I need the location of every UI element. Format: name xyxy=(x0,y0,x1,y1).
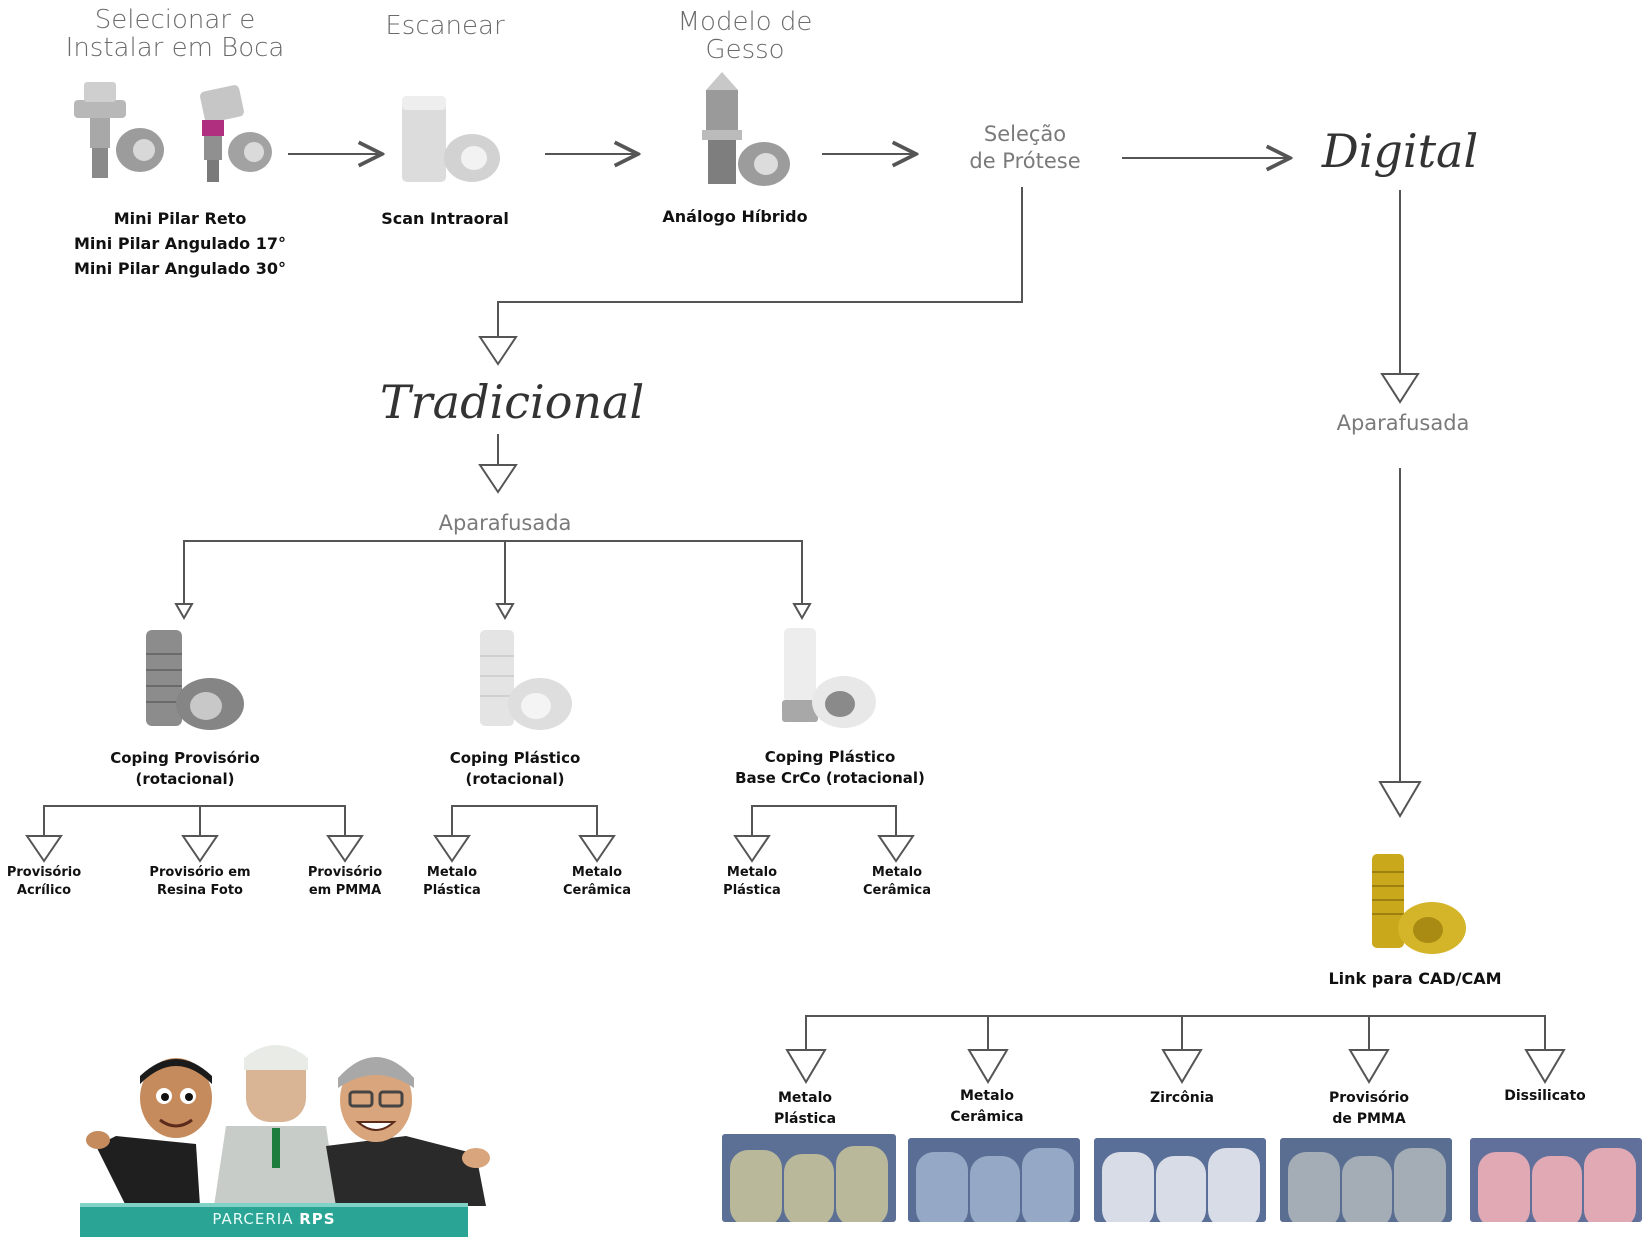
hybrid-analog-illustration xyxy=(702,72,790,186)
traditional-option: Metalo Cerâmica xyxy=(562,865,632,898)
down-arrow-aparafusada xyxy=(478,464,518,494)
digital-option: Zircônia xyxy=(1150,1090,1214,1106)
digital-type: Aparafusada xyxy=(1336,411,1470,435)
team-cartoon-illustration xyxy=(86,1045,490,1206)
analog-caption: Análogo Híbrido xyxy=(662,207,808,226)
traditional-option: Metalo Plástica xyxy=(423,865,481,898)
connector-to-traditional xyxy=(497,187,1023,337)
crco-base-coping-illustration xyxy=(782,628,876,728)
crown-thumbnail-pmma xyxy=(1280,1138,1452,1222)
down-arrow-traditional xyxy=(478,336,518,366)
digital-option: Provisório de PMMA xyxy=(1329,1090,1409,1127)
digital-option: Metalo Cerâmica xyxy=(950,1088,1024,1125)
scan-body-illustration xyxy=(402,96,500,182)
cadcam-link-illustration xyxy=(1372,854,1466,954)
traditional-title: Tradicional xyxy=(380,375,645,429)
plastic-coping-illustration xyxy=(480,630,572,730)
digital-title: Digital xyxy=(1321,124,1479,178)
traditional-option: Metalo Cerâmica xyxy=(862,865,932,898)
step-scan-title: Escanear xyxy=(385,11,505,41)
traditional-type: Aparafusada xyxy=(438,511,572,535)
partnership-banner: PARCERIA RPS xyxy=(80,1203,468,1237)
scan-caption: Scan Intraoral xyxy=(381,209,509,228)
mini-pillar-illustration xyxy=(74,82,272,182)
step-selection-title: Seleção de Prótese xyxy=(969,122,1081,173)
traditional-option: Provisório Acrílico xyxy=(6,865,82,898)
down-arrow-digital-1 xyxy=(1380,373,1420,404)
down-arrow-digital-2 xyxy=(1378,781,1422,818)
digital-option: Metalo Plástica xyxy=(773,1090,837,1127)
banner-prefix: PARCERIA xyxy=(212,1210,294,1228)
coping-label: Coping Provisório (rotacional) xyxy=(110,749,260,788)
step-model-title: Modelo de Gesso xyxy=(677,7,813,65)
banner-brand: RPS xyxy=(299,1210,336,1228)
provisional-coping-illustration xyxy=(146,630,244,730)
pillars-caption: Mini Pilar Reto Mini Pilar Angulado 17° … xyxy=(74,209,286,278)
step-select-title: Selecionar e Instalar em Boca xyxy=(65,5,285,63)
coping-label: Coping Plástico Base CrCo (rotacional) xyxy=(735,748,925,787)
crown-thumbnail-dissilicato xyxy=(1470,1138,1642,1222)
traditional-option: Provisório em Resina Foto xyxy=(149,865,251,898)
crown-thumbnail-metalo-ceramica xyxy=(908,1138,1080,1222)
crown-thumbnail-zirconia xyxy=(1094,1138,1266,1222)
traditional-option: Provisório em PMMA xyxy=(307,865,383,898)
crown-thumbnail-metalo-plastica xyxy=(722,1134,896,1222)
digital-option: Dissilicato xyxy=(1504,1088,1586,1104)
coping-label: Coping Plástico (rotacional) xyxy=(449,749,581,788)
traditional-option: Metalo Plástica xyxy=(723,865,781,898)
cadcam-link-caption: Link para CAD/CAM xyxy=(1328,969,1502,988)
